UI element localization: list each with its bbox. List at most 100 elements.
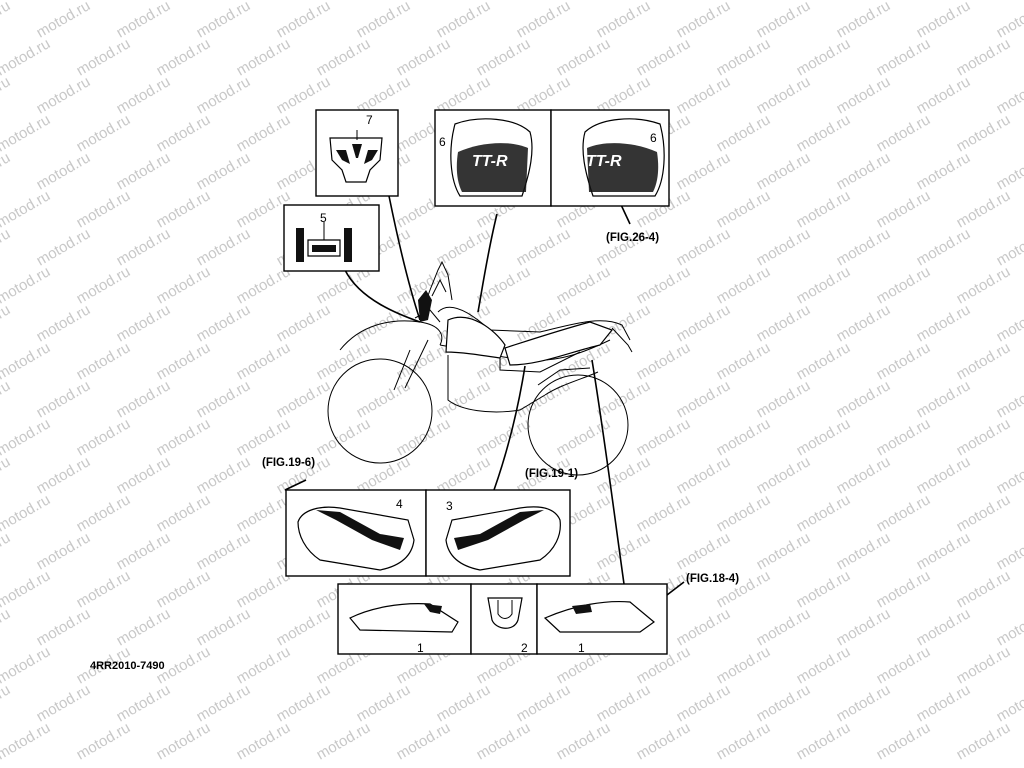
callout-2: 2 — [521, 641, 528, 655]
watermark-text: motod.ru — [994, 605, 1024, 649]
watermark-text: motod.ru — [954, 719, 1014, 763]
watermark-text: motod.ru — [74, 415, 134, 459]
watermark-text: motod.ru — [194, 605, 254, 649]
watermark-text: motod.ru — [0, 0, 13, 41]
watermark-text: motod.ru — [274, 301, 334, 345]
watermark-text: motod.ru — [594, 377, 654, 421]
watermark-text: motod.ru — [794, 339, 854, 383]
watermark-text: motod.ru — [674, 73, 734, 117]
watermark-text: motod.ru — [994, 453, 1024, 497]
callout-4: 4 — [396, 497, 403, 511]
watermark-text: motod.ru — [874, 567, 934, 611]
leader-lines — [284, 193, 685, 596]
watermark-text: motod.ru — [314, 719, 374, 763]
watermark-text: motod.ru — [0, 415, 53, 459]
watermark-text: motod.ru — [234, 339, 294, 383]
tank-logo-right: TT-R — [586, 153, 622, 170]
watermark-text: motod.ru — [434, 0, 494, 41]
watermark-text: motod.ru — [114, 301, 174, 345]
watermark-text: motod.ru — [114, 681, 174, 725]
watermark-text: motod.ru — [954, 339, 1014, 383]
watermark-text: motod.ru — [794, 35, 854, 79]
watermark-text: motod.ru — [794, 643, 854, 687]
watermark-text: motod.ru — [674, 529, 734, 573]
watermark-text: motod.ru — [914, 453, 974, 497]
watermark-text: motod.ru — [234, 719, 294, 763]
watermark-text: motod.ru — [34, 301, 94, 345]
watermark-text: motod.ru — [154, 187, 214, 231]
watermark-text: motod.ru — [914, 377, 974, 421]
watermark-text: motod.ru — [34, 681, 94, 725]
watermark-text: motod.ru — [714, 263, 774, 307]
watermark-text: motod.ru — [914, 301, 974, 345]
watermark-text: motod.ru — [914, 605, 974, 649]
watermark-text: motod.ru — [674, 301, 734, 345]
watermark-text: motod.ru — [874, 643, 934, 687]
watermark-text: motod.ru — [74, 263, 134, 307]
watermark-text: motod.ru — [594, 453, 654, 497]
watermark-text: motod.ru — [234, 111, 294, 155]
watermark-text: motod.ru — [594, 681, 654, 725]
watermark-text: motod.ru — [794, 111, 854, 155]
watermark-text: motod.ru — [994, 301, 1024, 345]
watermark-text: motod.ru — [34, 73, 94, 117]
watermark-text: motod.ru — [34, 0, 94, 41]
watermark-text: motod.ru — [874, 111, 934, 155]
watermark-text: motod.ru — [0, 643, 53, 687]
watermark-text: motod.ru — [634, 719, 694, 763]
watermark-text: motod.ru — [874, 263, 934, 307]
watermark-text: motod.ru — [834, 73, 894, 117]
watermark-text: motod.ru — [714, 187, 774, 231]
callout-1-right: 1 — [578, 641, 585, 655]
watermark-text: motod.ru — [114, 225, 174, 269]
watermark-text: motod.ru — [874, 415, 934, 459]
watermark-text: motod.ru — [914, 0, 974, 41]
watermark-text: motod.ru — [754, 605, 814, 649]
watermark-text: motod.ru — [674, 149, 734, 193]
watermark-text: motod.ru — [874, 491, 934, 535]
watermark-text: motod.ru — [154, 263, 214, 307]
watermark-text: motod.ru — [194, 73, 254, 117]
panel-items-3-4: 4 3 — [285, 489, 571, 577]
watermark-text: motod.ru — [154, 339, 214, 383]
watermark-text: motod.ru — [874, 719, 934, 763]
watermark-text: motod.ru — [594, 0, 654, 41]
watermark-text: motod.ru — [274, 0, 334, 41]
watermark-text: motod.ru — [34, 529, 94, 573]
callout-5: 5 — [320, 211, 327, 225]
watermark-text: motod.ru — [0, 529, 13, 573]
watermark-text: motod.ru — [194, 377, 254, 421]
watermark-text: motod.ru — [834, 225, 894, 269]
callout-3: 3 — [446, 499, 453, 513]
watermark-text: motod.ru — [114, 149, 174, 193]
watermark-text: motod.ru — [194, 681, 254, 725]
watermark-text: motod.ru — [754, 73, 814, 117]
watermark-text: motod.ru — [154, 567, 214, 611]
watermark-text: motod.ru — [754, 377, 814, 421]
watermark-text: motod.ru — [0, 35, 53, 79]
watermark-text: motod.ru — [914, 225, 974, 269]
watermark-text: motod.ru — [674, 605, 734, 649]
watermark-text: motod.ru — [674, 453, 734, 497]
watermark-text: motod.ru — [354, 0, 414, 41]
watermark-text: motod.ru — [914, 529, 974, 573]
watermark-text: motod.ru — [0, 149, 13, 193]
watermark-text: motod.ru — [754, 301, 814, 345]
watermark-text: motod.ru — [794, 415, 854, 459]
watermark-text: motod.ru — [834, 529, 894, 573]
watermark-text: motod.ru — [274, 681, 334, 725]
watermark-text: motod.ru — [754, 529, 814, 573]
watermark-text: motod.ru — [794, 719, 854, 763]
watermark-text: motod.ru — [74, 719, 134, 763]
watermark-text: motod.ru — [0, 111, 53, 155]
watermark-text: motod.ru — [834, 301, 894, 345]
watermark-text: motod.ru — [994, 681, 1024, 725]
watermark-text: motod.ru — [714, 339, 774, 383]
watermark-text: motod.ru — [794, 187, 854, 231]
watermark-text: motod.ru — [194, 529, 254, 573]
watermark-text: motod.ru — [114, 73, 174, 117]
watermark-text: motod.ru — [714, 491, 774, 535]
watermark-text: motod.ru — [474, 719, 534, 763]
watermark-text: motod.ru — [0, 681, 13, 725]
watermark-text: motod.ru — [154, 35, 214, 79]
